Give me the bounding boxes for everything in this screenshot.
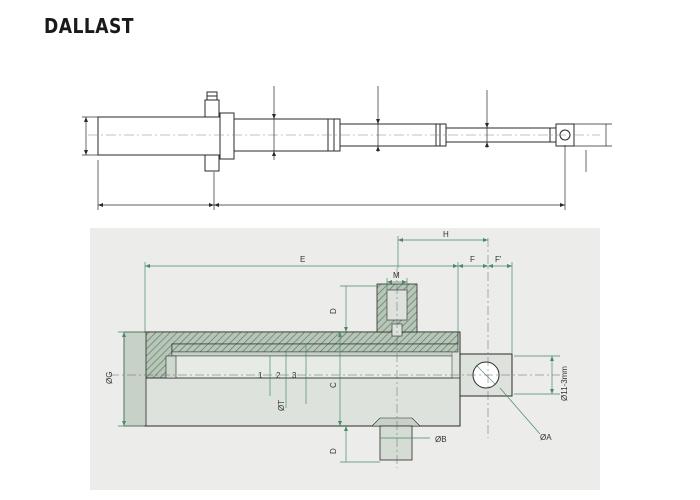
dim-label-m: M: [393, 271, 400, 280]
dim-label-f: F: [470, 255, 475, 264]
stage-label-3: 3: [292, 371, 297, 380]
dim-label-h: H: [443, 230, 449, 239]
bottom-trunnion: [371, 417, 421, 427]
dim-label-d-bottom: D: [329, 448, 338, 454]
dim-label-t: ØT: [277, 400, 286, 411]
stage-label-1: 1: [258, 371, 263, 380]
stage-label-2: 2: [276, 371, 281, 380]
inner-sleeve: [171, 343, 459, 353]
collar: [219, 112, 235, 160]
extended-cylinder-drawing: [82, 86, 612, 210]
dim-label-d-top: D: [329, 308, 338, 314]
dim-label-pin: Ø11-3mm: [560, 366, 569, 401]
section-view-panel: H E F F' M D D ØG C ØT ØB ØA Ø11-3mm 1 2…: [90, 228, 600, 490]
end-cap: [123, 331, 147, 427]
brand-logo: DALLAST: [44, 14, 134, 38]
dim-label-a: ØA: [540, 433, 552, 442]
dim-label-f-prime: F': [495, 255, 502, 264]
dim-label-e: E: [300, 255, 305, 264]
end-plug: [165, 355, 177, 379]
dim-label-g: ØG: [105, 372, 114, 384]
section-view-drawing: H E F F' M D D ØG C ØT ØB ØA Ø11-3mm 1 2…: [105, 230, 569, 468]
dim-label-c: C: [329, 382, 338, 388]
barrel: [97, 116, 221, 156]
inner-bore: [171, 355, 453, 379]
dim-label-b: ØB: [435, 435, 447, 444]
trunnion-bottom: [204, 154, 220, 172]
trunnion-top: [204, 99, 220, 118]
